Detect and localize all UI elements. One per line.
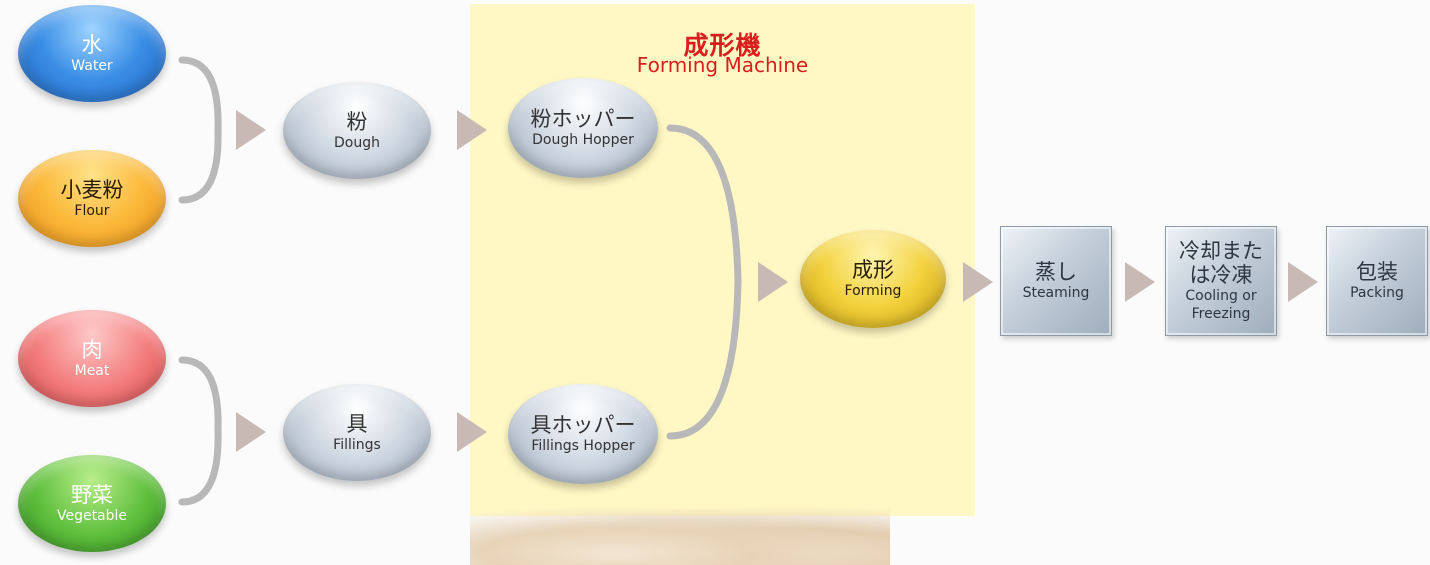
machine-title-jp: 成形機 [683, 31, 762, 60]
arrow-to-fillings-hopper [457, 412, 487, 452]
forming-node: 成形 Forming [800, 230, 946, 328]
bracket-meat-vegetable [178, 356, 222, 506]
steaming-step: 蒸し Steaming [1000, 226, 1112, 336]
forming-label-en: Forming [844, 283, 902, 299]
bracket-water-flour [178, 56, 222, 204]
fillings-hopper-label-en: Fillings Hopper [531, 438, 635, 454]
flour-node: 小麦粉 Flour [18, 150, 166, 247]
meat-label-en: Meat [74, 362, 110, 379]
fillings-label-en: Fillings [333, 436, 381, 453]
packing-label-en: Packing [1350, 285, 1404, 301]
fillings-label-jp: 具 [346, 411, 368, 436]
machine-title-en: Forming Machine [636, 53, 809, 77]
bracket-hoppers [666, 124, 742, 440]
fillings-hopper-node: 具ホッパー Fillings Hopper [508, 384, 658, 484]
cooling-step: 冷却または冷凍 Cooling or Freezing [1165, 226, 1277, 336]
arrow-to-dough [236, 110, 266, 150]
arrow-to-steaming [963, 262, 993, 302]
arrow-to-dough-hopper [457, 110, 487, 150]
packing-step: 包装 Packing [1326, 226, 1428, 336]
steaming-label-jp: 蒸し [1035, 260, 1077, 284]
fillings-hopper-label-jp: 具ホッパー [530, 413, 636, 437]
flour-label-en: Flour [74, 202, 110, 219]
cooling-label-en: Cooling or Freezing [1185, 288, 1257, 322]
meat-label-jp: 肉 [81, 337, 103, 362]
dough-node: 粉 Dough [283, 82, 431, 179]
arrow-to-cooling [1125, 262, 1155, 302]
meat-node: 肉 Meat [18, 310, 166, 407]
steaming-label-en: Steaming [1022, 285, 1090, 301]
dough-hopper-node: 粉ホッパー Dough Hopper [508, 78, 658, 178]
dough-label-jp: 粉 [346, 109, 368, 134]
cooling-label-jp: 冷却または冷凍 [1179, 239, 1263, 287]
arrow-to-packing [1288, 262, 1318, 302]
vegetable-label-jp: 野菜 [71, 482, 113, 507]
arrow-to-fillings [236, 412, 266, 452]
dough-hopper-label-jp: 粉ホッパー [530, 107, 636, 131]
packing-label-jp: 包装 [1356, 260, 1398, 284]
forming-label-jp: 成形 [852, 258, 894, 282]
fillings-node: 具 Fillings [283, 384, 431, 481]
flour-label-jp: 小麦粉 [60, 177, 124, 202]
water-label-en: Water [71, 57, 113, 74]
water-label-jp: 水 [81, 32, 103, 57]
vegetable-label-en: Vegetable [56, 507, 128, 524]
arrow-to-forming [758, 262, 788, 302]
dough-label-en: Dough [334, 134, 380, 151]
water-node: 水 Water [18, 5, 166, 102]
dough-hopper-label-en: Dough Hopper [532, 132, 634, 148]
vegetable-node: 野菜 Vegetable [18, 455, 166, 552]
